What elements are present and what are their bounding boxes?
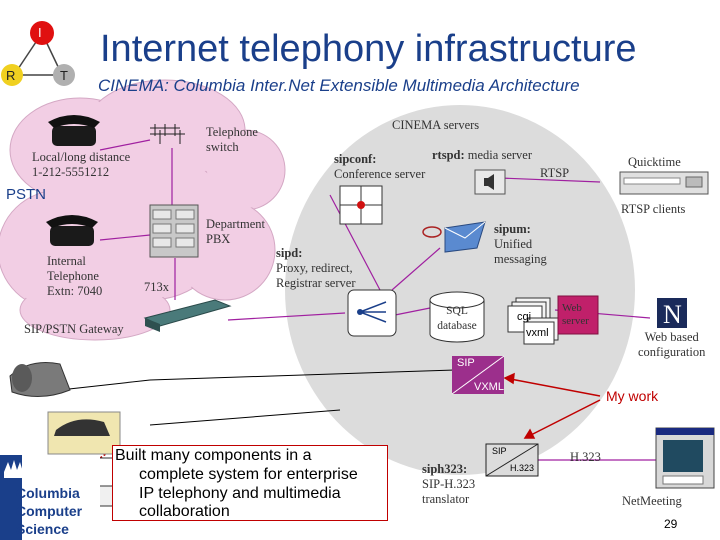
columbia-crown-icon xyxy=(0,455,100,540)
h323-link-label: H.323 xyxy=(570,450,601,464)
web-server-box xyxy=(557,295,599,335)
logo-node-right: T xyxy=(60,68,68,83)
telephone-switch-icon xyxy=(150,124,185,144)
sipd-router-icon xyxy=(347,289,397,337)
columbia-logo-line1: Columbia xyxy=(16,485,80,501)
internal-telephone-icon xyxy=(46,215,98,246)
vxml-stack xyxy=(523,317,559,345)
department-pbx-label: Department PBX xyxy=(206,217,266,246)
ip-phone-icon xyxy=(9,362,71,397)
internal-phone-label: Internal Telephone Extn: 7040 xyxy=(47,254,103,298)
unified-messaging-icon xyxy=(422,221,486,253)
summary-callout: Built many components in a complete syst… xyxy=(112,445,388,521)
sip-h323-h323-label: H.323 xyxy=(510,463,535,473)
sip-h323-box xyxy=(485,443,539,477)
network-links xyxy=(99,139,660,461)
sipconf-label: sipconf: Conference server xyxy=(334,152,426,181)
sipd-label: sipd: Proxy, redirect, Registrar server xyxy=(276,246,356,290)
logo-node-top: I xyxy=(38,25,42,40)
web-config-label: Web based configuration xyxy=(638,330,706,359)
my-work-arrows xyxy=(99,372,601,459)
sip-vxml-vxml-label: VXML xyxy=(474,381,504,393)
gateway-icon xyxy=(143,299,232,332)
telephone-switch-label: Telephone switch xyxy=(206,125,258,154)
trunk-label: 713x xyxy=(144,280,169,294)
netmeeting-window xyxy=(655,427,715,489)
cgi-label: cgi xyxy=(517,311,532,323)
page-subtitle: CINEMA: Columbia Inter.Net Extensible Mu… xyxy=(98,76,580,95)
web-browser-icon: N xyxy=(657,298,687,329)
media-server-icon xyxy=(474,169,506,195)
rtspd-label: rtspd: media server xyxy=(432,148,532,162)
sip-h323-sip-label: SIP xyxy=(492,446,507,456)
pstn-label: PSTN xyxy=(6,186,47,203)
page-number: 29 xyxy=(664,517,678,531)
sipconf-icon xyxy=(339,185,383,225)
sipum-label: sipum: Unified messaging xyxy=(494,222,547,266)
cinema-servers-label: CINEMA servers xyxy=(392,118,480,132)
pbx-cabinet-icon xyxy=(149,204,199,258)
irt-logo xyxy=(1,21,75,86)
siph323-label: siph323: SIP-H.323 translator xyxy=(422,462,476,506)
sip-vxml-box xyxy=(451,355,505,395)
local-telephone-icon xyxy=(48,115,100,146)
vxml-label: vxml xyxy=(526,327,549,339)
local-distance-label: Local/long distance 1-212-5551212 xyxy=(32,150,131,179)
logo-node-left: R xyxy=(6,68,16,83)
svg-text:N: N xyxy=(663,300,682,329)
page-title: Internet telephony infrastructure xyxy=(100,28,637,70)
gateway-label: SIP/PSTN Gateway xyxy=(24,322,124,336)
columbia-logo-line2: Computer xyxy=(16,503,83,519)
columbia-logo-line3: Science xyxy=(16,521,69,537)
quicktime-player-icon xyxy=(619,171,709,195)
desk-phone-icon xyxy=(47,411,121,455)
sql-database-label: SQL database xyxy=(437,305,477,332)
my-work-label: My work xyxy=(606,388,659,404)
rtsp-link-label: RTSP xyxy=(540,166,570,180)
rtsp-clients-label: RTSP clients xyxy=(621,202,686,216)
quicktime-label: Quicktime xyxy=(628,155,681,169)
netmeeting-label: NetMeeting xyxy=(622,494,682,508)
sip-vxml-sip-label: SIP xyxy=(457,357,475,369)
sql-database-icon xyxy=(429,291,485,343)
web-server-label: Web server xyxy=(562,302,589,327)
